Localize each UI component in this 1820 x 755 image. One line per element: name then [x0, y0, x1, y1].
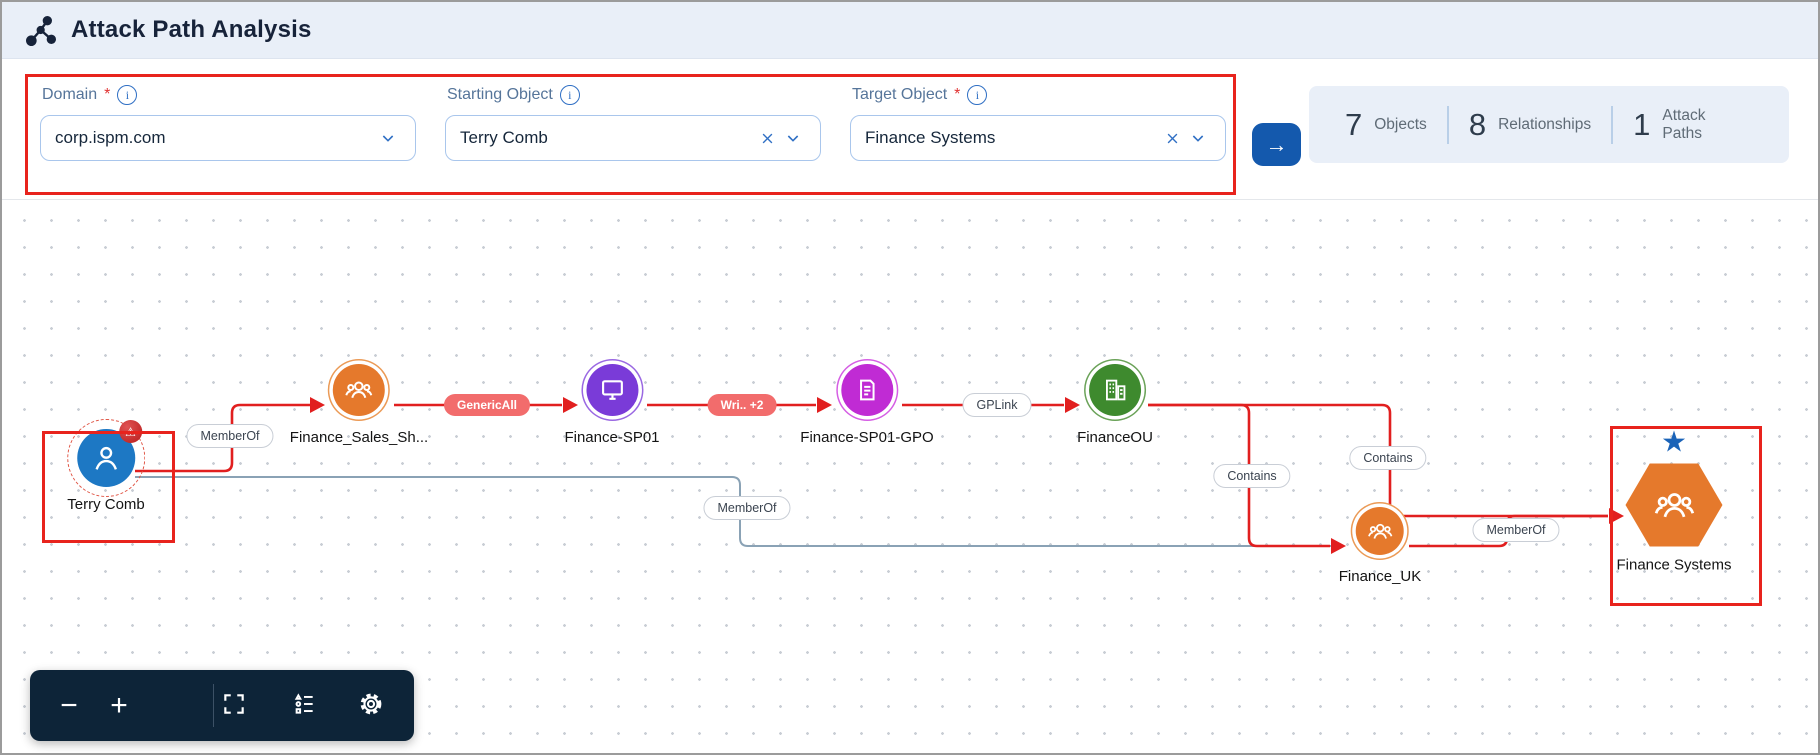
- ou-buildings-icon: [1089, 364, 1141, 416]
- info-icon[interactable]: i: [967, 85, 988, 105]
- chevron-down-icon[interactable]: [780, 125, 806, 151]
- node-label: Finance_UK: [1338, 568, 1422, 585]
- minus-icon: −: [60, 688, 78, 722]
- stats-panel: 7 Objects 8 Relationships 1 Attack Paths: [1309, 86, 1789, 163]
- fullscreen-icon: [221, 691, 247, 720]
- risk-ring: [66, 419, 145, 497]
- stat-divider: [1611, 105, 1614, 144]
- starting-object-select[interactable]: Terry Comb: [445, 115, 821, 161]
- target-object-value: Finance Systems: [865, 128, 996, 147]
- info-icon[interactable]: i: [559, 85, 580, 105]
- legend-icon: [291, 691, 317, 720]
- zoom-out-button[interactable]: −: [45, 676, 93, 736]
- node-finance-sp01[interactable]: Finance-SP01: [564, 364, 660, 446]
- warning-badge: ⚠: [118, 420, 142, 443]
- node-label: Finance-SP01-GPO: [800, 429, 934, 446]
- clear-icon[interactable]: [1159, 125, 1185, 151]
- starting-object-value: Terry Comb: [460, 128, 548, 147]
- edge-label-contains[interactable]: Contains: [1349, 446, 1427, 470]
- arrow-right-icon: →: [1265, 131, 1288, 157]
- edge-label-memberof[interactable]: MemberOf: [186, 424, 274, 448]
- gpo-document-icon: [840, 364, 893, 416]
- required-asterisk: *: [954, 86, 961, 103]
- target-object-filter-group: Target Object * i Finance Systems: [850, 59, 1226, 161]
- node-finance-sp01-gpo[interactable]: Finance-SP01-GPO: [800, 364, 934, 446]
- zoom-in-button[interactable]: +: [95, 676, 143, 736]
- relationships-stat: 8 Relationships: [1468, 106, 1592, 142]
- node-finance-sales-sh[interactable]: Finance_Sales_Sh...: [290, 364, 428, 446]
- run-analysis-button[interactable]: →: [1252, 123, 1301, 166]
- graph-canvas[interactable]: ⚠ Terry Comb Finance_Sales_Sh... Fin: [2, 200, 1818, 753]
- objects-stat: 7 Objects: [1345, 106, 1427, 142]
- domain-value: corp.ispm.com: [55, 128, 166, 147]
- warning-icon: ⚠: [125, 424, 136, 439]
- chevron-down-icon[interactable]: [375, 125, 401, 151]
- node-label: Terry Comb: [67, 496, 145, 513]
- edge-label-genericall[interactable]: GenericAll: [443, 394, 531, 416]
- info-icon[interactable]: i: [117, 85, 138, 105]
- star-icon: ★: [1660, 426, 1687, 459]
- node-terry-comb[interactable]: ⚠ Terry Comb: [66, 419, 145, 513]
- node-label: Finance_Sales_Sh...: [289, 429, 429, 446]
- target-hexagon: [1625, 463, 1723, 547]
- filter-bar: Domain * i corp.ispm.com Starting Object…: [2, 59, 1818, 200]
- clear-icon[interactable]: [754, 125, 780, 151]
- toolbar-divider: [213, 684, 214, 727]
- domain-filter-group: Domain * i corp.ispm.com: [40, 59, 416, 161]
- chevron-down-icon[interactable]: [1185, 125, 1211, 151]
- domain-label: Domain * i: [42, 85, 416, 105]
- node-label: Finance-SP01: [564, 429, 660, 446]
- node-finance-uk[interactable]: Finance_UK: [1338, 507, 1422, 585]
- attack-path-icon: [26, 14, 58, 46]
- legend-button[interactable]: [280, 676, 328, 736]
- group-icon: [1355, 507, 1404, 555]
- starting-object-filter-group: Starting Object i Terry Comb: [445, 59, 821, 161]
- node-label: FinanceOU: [1077, 429, 1153, 446]
- fit-to-screen-button[interactable]: [210, 676, 258, 736]
- required-asterisk: *: [104, 86, 111, 103]
- gear-icon: [357, 690, 385, 721]
- stat-divider: [1446, 105, 1449, 144]
- plus-icon: +: [110, 688, 128, 722]
- node-label: Finance Systems: [1616, 556, 1732, 574]
- target-object-select[interactable]: Finance Systems: [850, 115, 1226, 161]
- edge-label-contains[interactable]: Contains: [1213, 464, 1291, 488]
- canvas-toolbar: − +: [30, 670, 414, 741]
- domain-select[interactable]: corp.ispm.com: [40, 115, 416, 161]
- attack-paths-stat: 1 Attack Paths: [1633, 106, 1706, 142]
- starting-object-label: Starting Object i: [447, 85, 821, 105]
- edge-label-gplink[interactable]: GPLink: [962, 393, 1032, 417]
- node-finance-systems[interactable]: ★ Finance Systems: [1616, 426, 1732, 574]
- edge-label-memberof[interactable]: MemberOf: [703, 496, 791, 520]
- page-title: Attack Path Analysis: [71, 16, 312, 43]
- edge-label-memberof[interactable]: MemberOf: [1472, 518, 1560, 542]
- edge-label-write-plus2[interactable]: Wri.. +2: [707, 394, 777, 416]
- group-icon: [332, 364, 385, 416]
- node-financeou[interactable]: FinanceOU: [1077, 364, 1153, 446]
- settings-button[interactable]: [347, 676, 395, 736]
- app-header: Attack Path Analysis: [2, 2, 1818, 59]
- computer-icon: [586, 364, 638, 416]
- target-object-label: Target Object * i: [852, 85, 1226, 105]
